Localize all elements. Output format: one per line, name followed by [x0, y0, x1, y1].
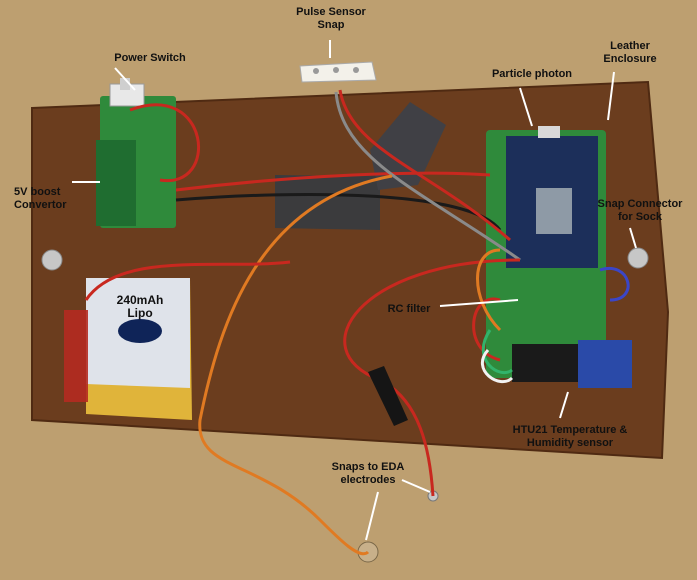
- particle-photon-label: Particle photon: [491, 68, 573, 80]
- header-pins: [512, 344, 580, 382]
- boost-converter: [96, 140, 136, 226]
- heat-shrink: [368, 366, 408, 426]
- rc-filter-label: RC filter: [387, 303, 431, 315]
- snap-connector-label: Snap Connector for Sock: [597, 198, 683, 223]
- power-switch-label: Power Switch: [114, 52, 186, 64]
- pulse-sensor-label: Pulse Sensor Snap: [296, 6, 366, 31]
- sock-snap: [627, 247, 649, 269]
- snaps-eda-label: Snaps to EDA electrodes: [331, 461, 405, 486]
- htu21-sensor: [578, 340, 632, 388]
- boost-converter-label: 5V boost Convertor: [14, 186, 67, 211]
- leather-enclosure-label: Leather Enclosure: [603, 40, 657, 65]
- electrical-tape-upper: [370, 102, 446, 190]
- left-snap: [41, 249, 63, 271]
- lipo-label: 240mAh Lipo: [116, 293, 164, 320]
- htu21-label: HTU21 Temperature & Humidity sensor: [512, 424, 628, 449]
